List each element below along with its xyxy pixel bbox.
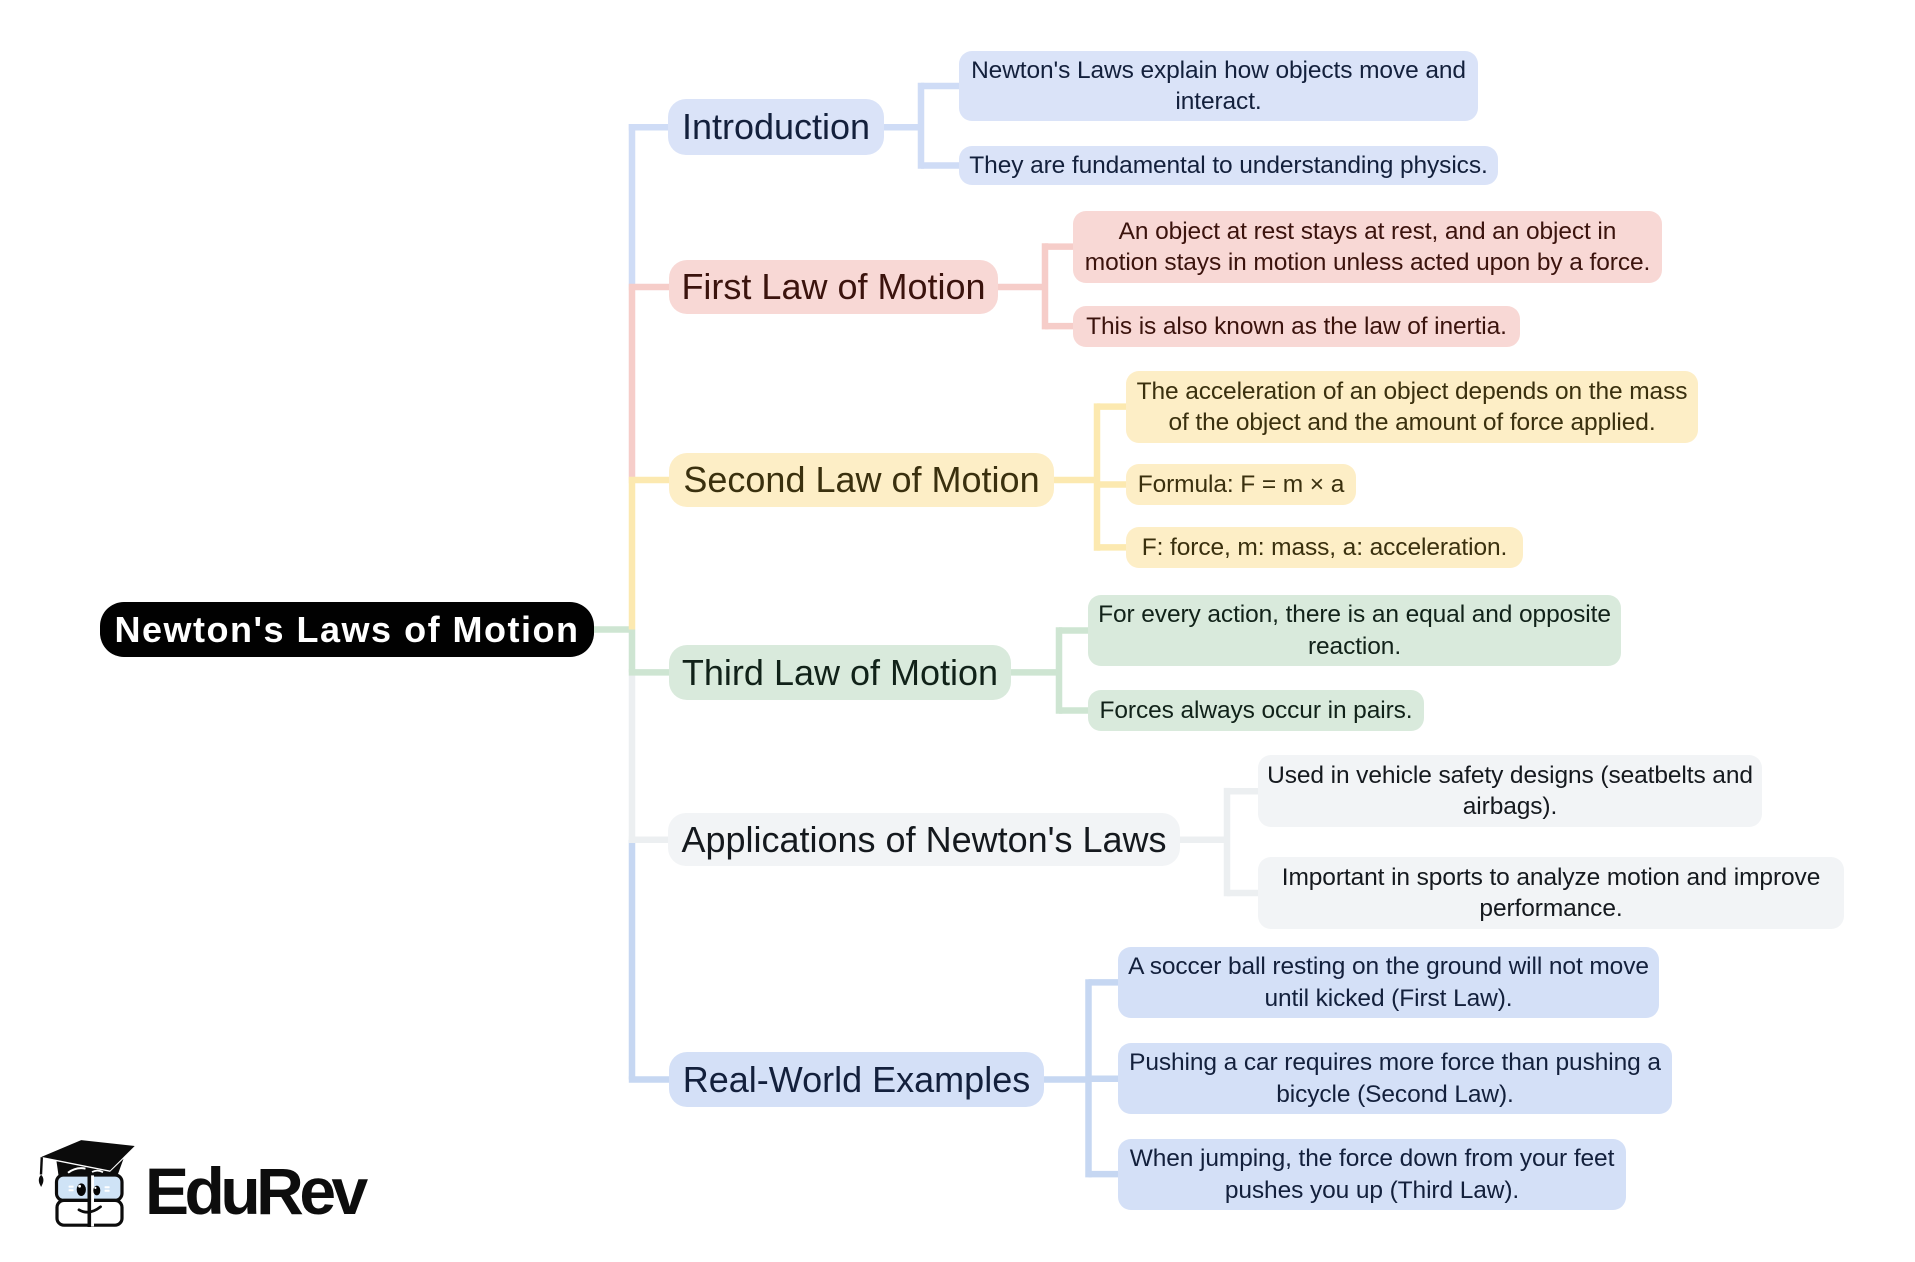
svg-text:EduRev: EduRev <box>145 1154 369 1228</box>
